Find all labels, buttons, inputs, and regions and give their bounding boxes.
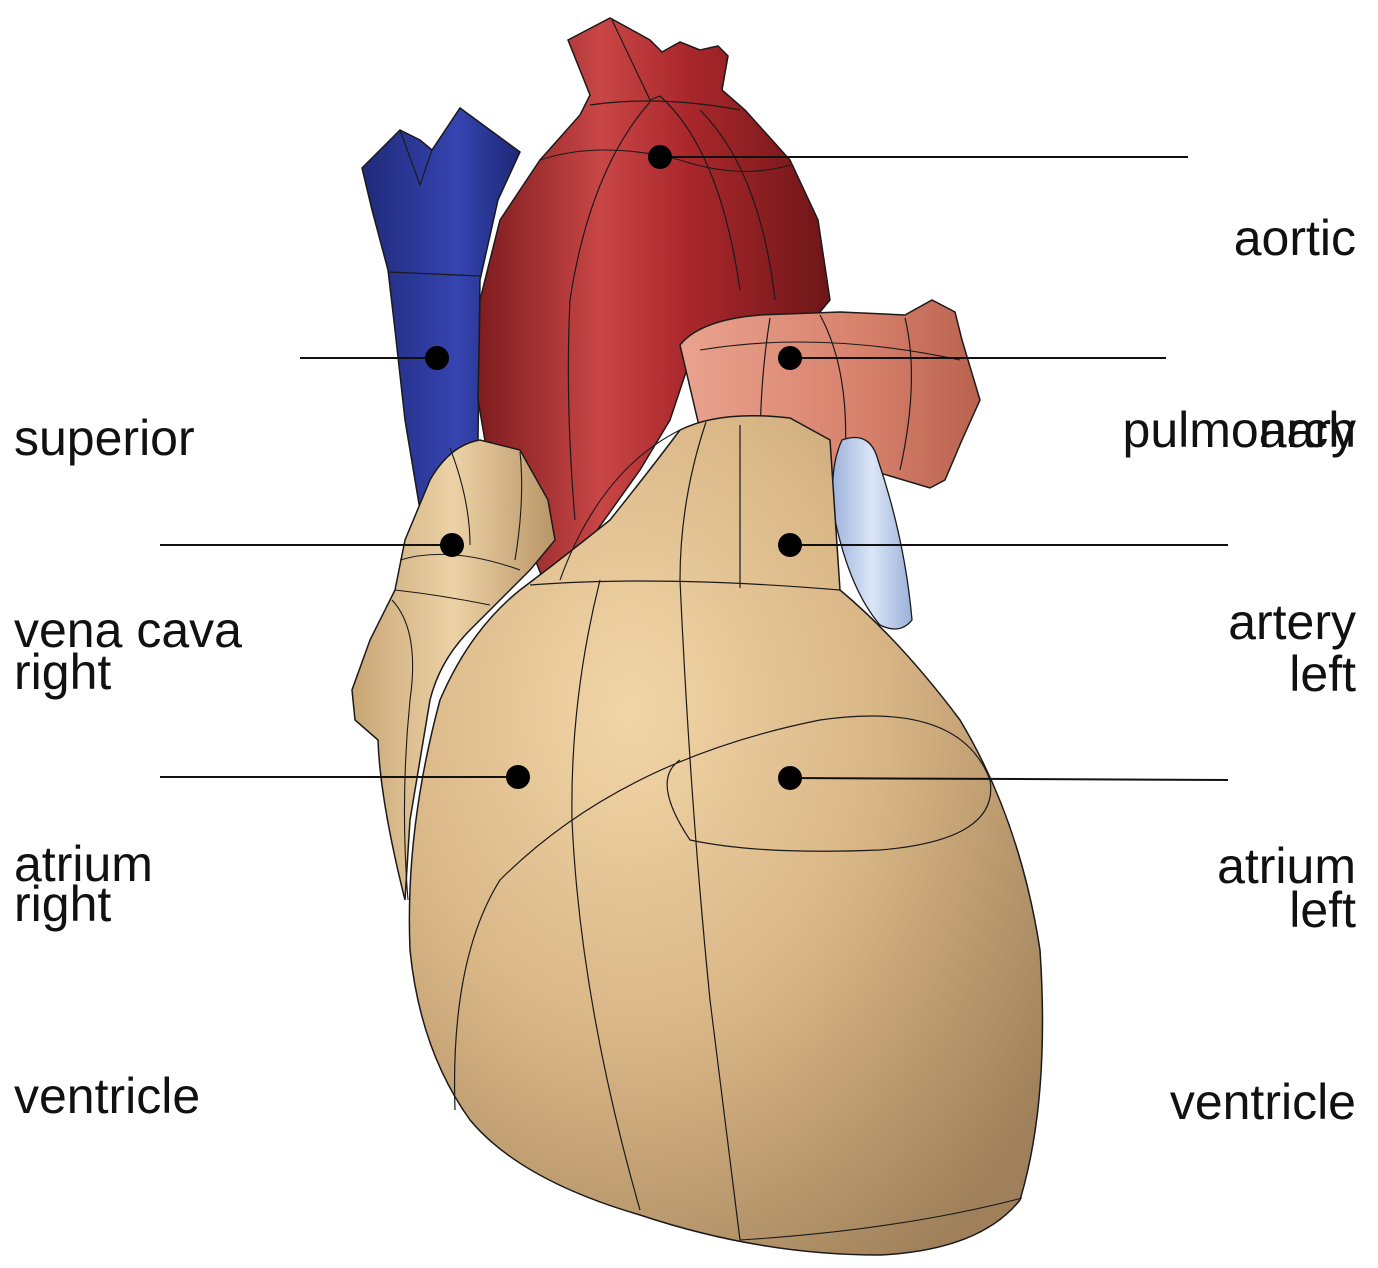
label-left-ventricle: left ventricle	[1170, 750, 1356, 1262]
label-right-ventricle-line-1: right	[14, 872, 200, 936]
label-aortic-arch-line-1: aortic	[1234, 206, 1356, 270]
label-pulmonary-artery-line-1: pulmonary	[1123, 398, 1356, 462]
label-left-ventricle-line-2: ventricle	[1170, 1070, 1356, 1134]
label-left-atrium-line-1: left	[1217, 642, 1356, 706]
label-right-ventricle: right ventricle	[14, 744, 200, 1256]
label-superior-vena-cava-line-1: superior	[14, 406, 242, 470]
label-right-atrium-line-1: right	[14, 640, 153, 704]
label-right-ventricle-line-2: ventricle	[14, 1064, 200, 1128]
label-left-ventricle-line-1: left	[1170, 878, 1356, 942]
